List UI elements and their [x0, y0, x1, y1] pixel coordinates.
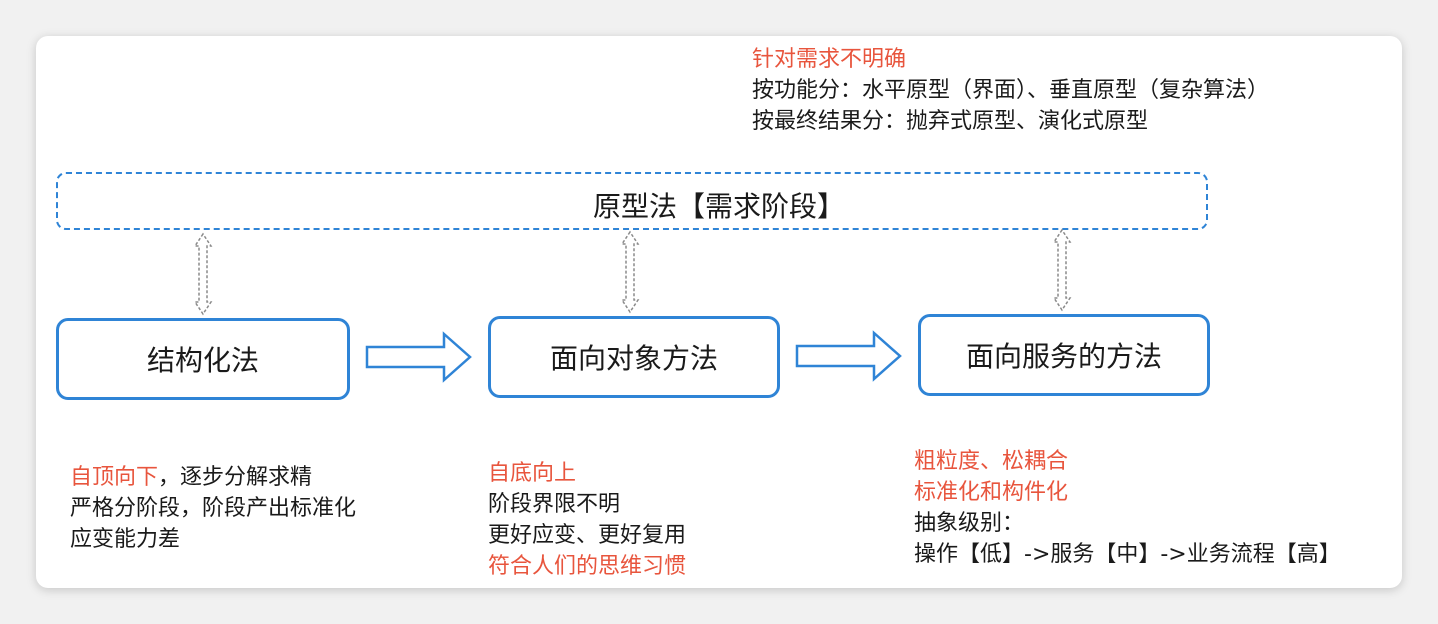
stage-structured-method: 结构化法 — [56, 318, 350, 400]
stage-service-oriented-method: 面向服务的方法 — [918, 314, 1210, 396]
oo-note-line3: 更好应变、更好复用 — [488, 523, 687, 548]
double-arrow-2 — [620, 230, 640, 314]
oo-note-line1: 自底向上 — [488, 461, 577, 486]
service-oriented-notes: 粗粒度、松耦合 标准化和构件化 抽象级别： 操作【低】->服务【中】->业务流程… — [914, 446, 1341, 570]
prototype-method-title: 原型法【需求阶段】 — [592, 190, 845, 223]
prototype-note-heading: 针对需求不明确 — [752, 47, 907, 72]
diagram-card — [36, 36, 1402, 588]
structured-note-highlight: 自顶向下 — [70, 465, 159, 490]
oo-note-line2: 阶段界限不明 — [488, 492, 621, 517]
prototype-method-box — [56, 172, 1208, 230]
structured-method-notes: 自顶向下，逐步分解求精 严格分阶段，阶段产出标准化 应变能力差 — [70, 462, 356, 555]
double-arrow-3 — [1052, 228, 1072, 312]
double-arrow-1 — [193, 232, 213, 316]
so-note-line1: 粗粒度、松耦合 — [914, 449, 1069, 474]
prototype-note-line-result: 按最终结果分：抛弃式原型、演化式原型 — [752, 109, 1149, 134]
so-note-line4: 操作【低】->服务【中】->业务流程【高】 — [914, 542, 1341, 567]
flow-arrow-1 — [365, 331, 472, 383]
oo-note-line4: 符合人们的思维习惯 — [488, 554, 687, 579]
object-oriented-notes: 自底向上 阶段界限不明 更好应变、更好复用 符合人们的思维习惯 — [488, 458, 686, 582]
stage-structured-label: 结构化法 — [146, 344, 259, 377]
stage-object-oriented-method: 面向对象方法 — [488, 316, 780, 398]
structured-note-line2: 严格分阶段，阶段产出标准化 — [70, 496, 357, 521]
stage-object-oriented-label: 面向对象方法 — [549, 342, 718, 375]
structured-note-rest: ，逐步分解求精 — [158, 465, 313, 490]
flow-arrow-2 — [795, 330, 902, 382]
prototype-note: 针对需求不明确 按功能分：水平原型（界面）、垂直原型（复杂算法） 按最终结果分：… — [752, 44, 1269, 137]
structured-note-line1: 自顶向下，逐步分解求精 — [70, 462, 356, 493]
stage-service-oriented-label: 面向服务的方法 — [965, 340, 1162, 373]
so-note-line2: 标准化和构件化 — [914, 480, 1069, 505]
prototype-note-line-function: 按功能分：水平原型（界面）、垂直原型（复杂算法） — [752, 78, 1270, 103]
structured-note-line3: 应变能力差 — [70, 527, 181, 552]
so-note-line3: 抽象级别： — [914, 511, 1025, 536]
